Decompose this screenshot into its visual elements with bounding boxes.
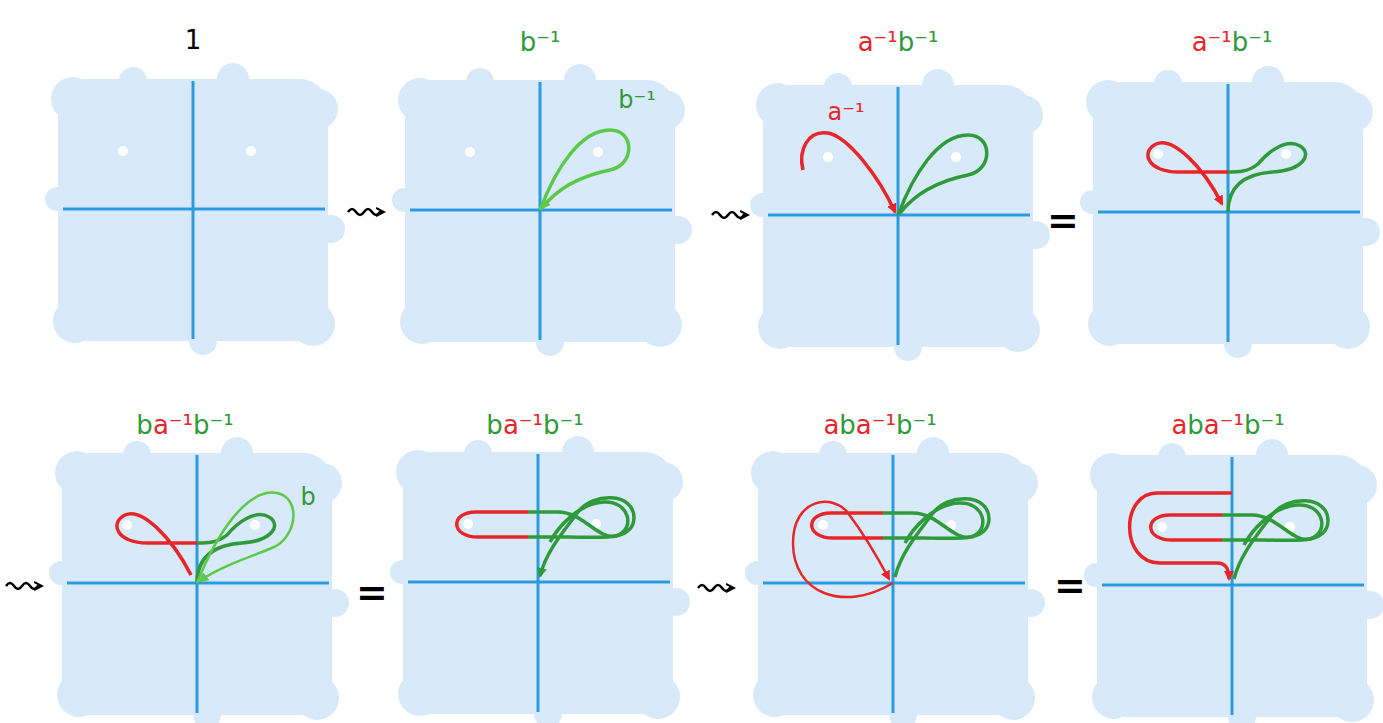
panel — [1080, 66, 1380, 358]
panel — [390, 436, 690, 723]
loop-label: b — [300, 485, 315, 509]
panel-title: 1 — [185, 27, 202, 53]
panel — [745, 437, 1045, 723]
equals-sign: = — [1047, 201, 1079, 239]
equals-sign: = — [1054, 566, 1086, 604]
loop-label: b⁻¹ — [618, 88, 656, 112]
panel-title: a⁻¹b⁻¹ — [1192, 29, 1273, 55]
equals-sign: = — [356, 573, 388, 611]
panel-title: aba⁻¹b⁻¹ — [1171, 412, 1284, 438]
panel — [750, 69, 1050, 361]
loop-label: a⁻¹ — [828, 100, 865, 124]
panel — [49, 437, 349, 723]
panel-title: b⁻¹ — [520, 29, 561, 55]
panel — [45, 63, 345, 355]
panel-title: aba⁻¹b⁻¹ — [823, 412, 936, 438]
panel-title: ba⁻¹b⁻¹ — [486, 412, 583, 438]
panel — [392, 64, 692, 356]
panel-title: ba⁻¹b⁻¹ — [136, 412, 233, 438]
panel-title: a⁻¹b⁻¹ — [858, 29, 939, 55]
panel — [1084, 439, 1383, 723]
